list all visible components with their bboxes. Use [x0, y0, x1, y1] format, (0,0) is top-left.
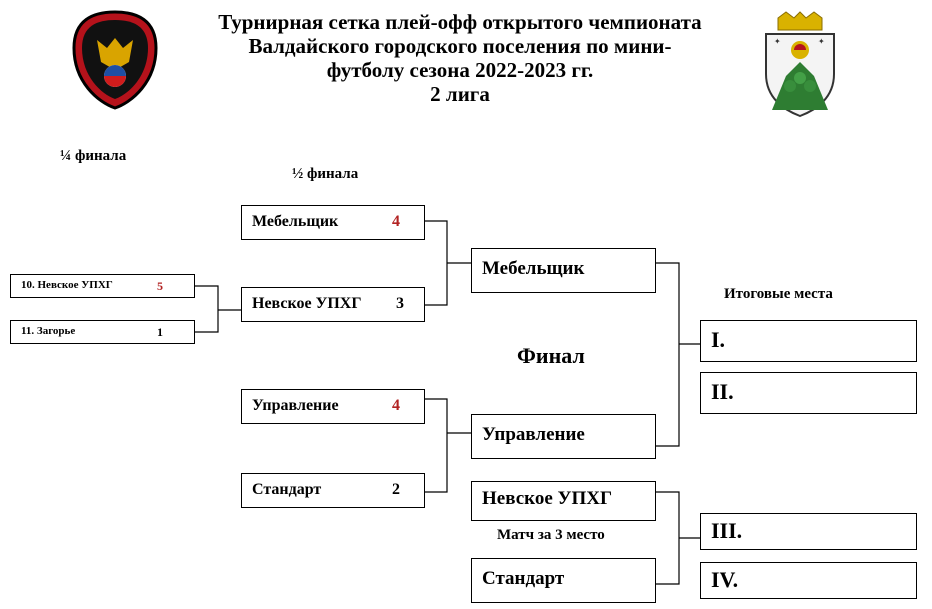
- quarterfinal-label: ¼ финала: [60, 148, 127, 164]
- sf-team-2: Невское УПХГ 3: [241, 287, 425, 322]
- page-title: Турнирная сетка плей-офф открытого чемпи…: [160, 10, 760, 106]
- team-name: Невское УПХГ: [482, 488, 613, 509]
- svg-text:✦: ✦: [774, 37, 781, 46]
- qf-team-2: 11. Загорье 1: [10, 320, 195, 344]
- third-place-team-1: Невское УПХГ: [471, 481, 656, 521]
- title-line-1: Турнирная сетка плей-офф открытого чемпи…: [218, 10, 702, 34]
- team-name: Стандарт: [252, 481, 322, 498]
- final-label: Финал: [517, 343, 585, 368]
- title-line-3: футболу сезона 2022-2023 гг.: [326, 58, 594, 82]
- standings-label: Итоговые места: [724, 286, 833, 302]
- qf-team-1: 10. Невское УПХГ 5: [10, 274, 195, 298]
- final-team-2: Управление: [471, 414, 656, 459]
- team-score: 2: [392, 481, 400, 498]
- sf-team-3: Управление 4: [241, 389, 425, 424]
- third-place-label: Матч за 3 место: [497, 527, 605, 543]
- team-score: 3: [396, 295, 404, 312]
- sf-team-1: Мебельщик 4: [241, 205, 425, 240]
- team-name: Мебельщик: [252, 213, 339, 230]
- team-name: Управление: [482, 424, 585, 445]
- team-name: Невское УПХГ: [252, 295, 362, 312]
- place-1: I.: [700, 320, 917, 362]
- team-name: Стандарт: [482, 568, 565, 589]
- sf-team-4: Стандарт 2: [241, 473, 425, 508]
- team-name: Мебельщик: [482, 258, 585, 279]
- team-score: 5: [157, 279, 163, 293]
- team-score: 4: [392, 397, 400, 414]
- place-label: IV.: [711, 567, 739, 592]
- place-label: II.: [711, 379, 734, 404]
- place-2: II.: [700, 372, 917, 414]
- third-place-team-2: Стандарт: [471, 558, 656, 603]
- place-3: III.: [700, 513, 917, 550]
- title-line-4: 2 лига: [430, 82, 490, 106]
- place-4: IV.: [700, 562, 917, 599]
- svg-text:✦: ✦: [818, 37, 825, 46]
- team-name: 10. Невское УПХГ: [21, 279, 113, 291]
- team-score: 4: [392, 213, 400, 230]
- valdai-coat-of-arms: ✦ ✦: [760, 10, 840, 118]
- title-line-2: Валдайского городского поселения по мини…: [248, 34, 672, 58]
- final-team-1: Мебельщик: [471, 248, 656, 293]
- semifinal-label: ½ финала: [292, 166, 359, 182]
- team-name: Управление: [252, 397, 339, 414]
- team-name: 11. Загорье: [21, 325, 76, 337]
- football-union-logo: [72, 10, 158, 110]
- place-label: III.: [711, 518, 743, 543]
- place-label: I.: [711, 327, 726, 352]
- team-score: 1: [157, 325, 163, 339]
